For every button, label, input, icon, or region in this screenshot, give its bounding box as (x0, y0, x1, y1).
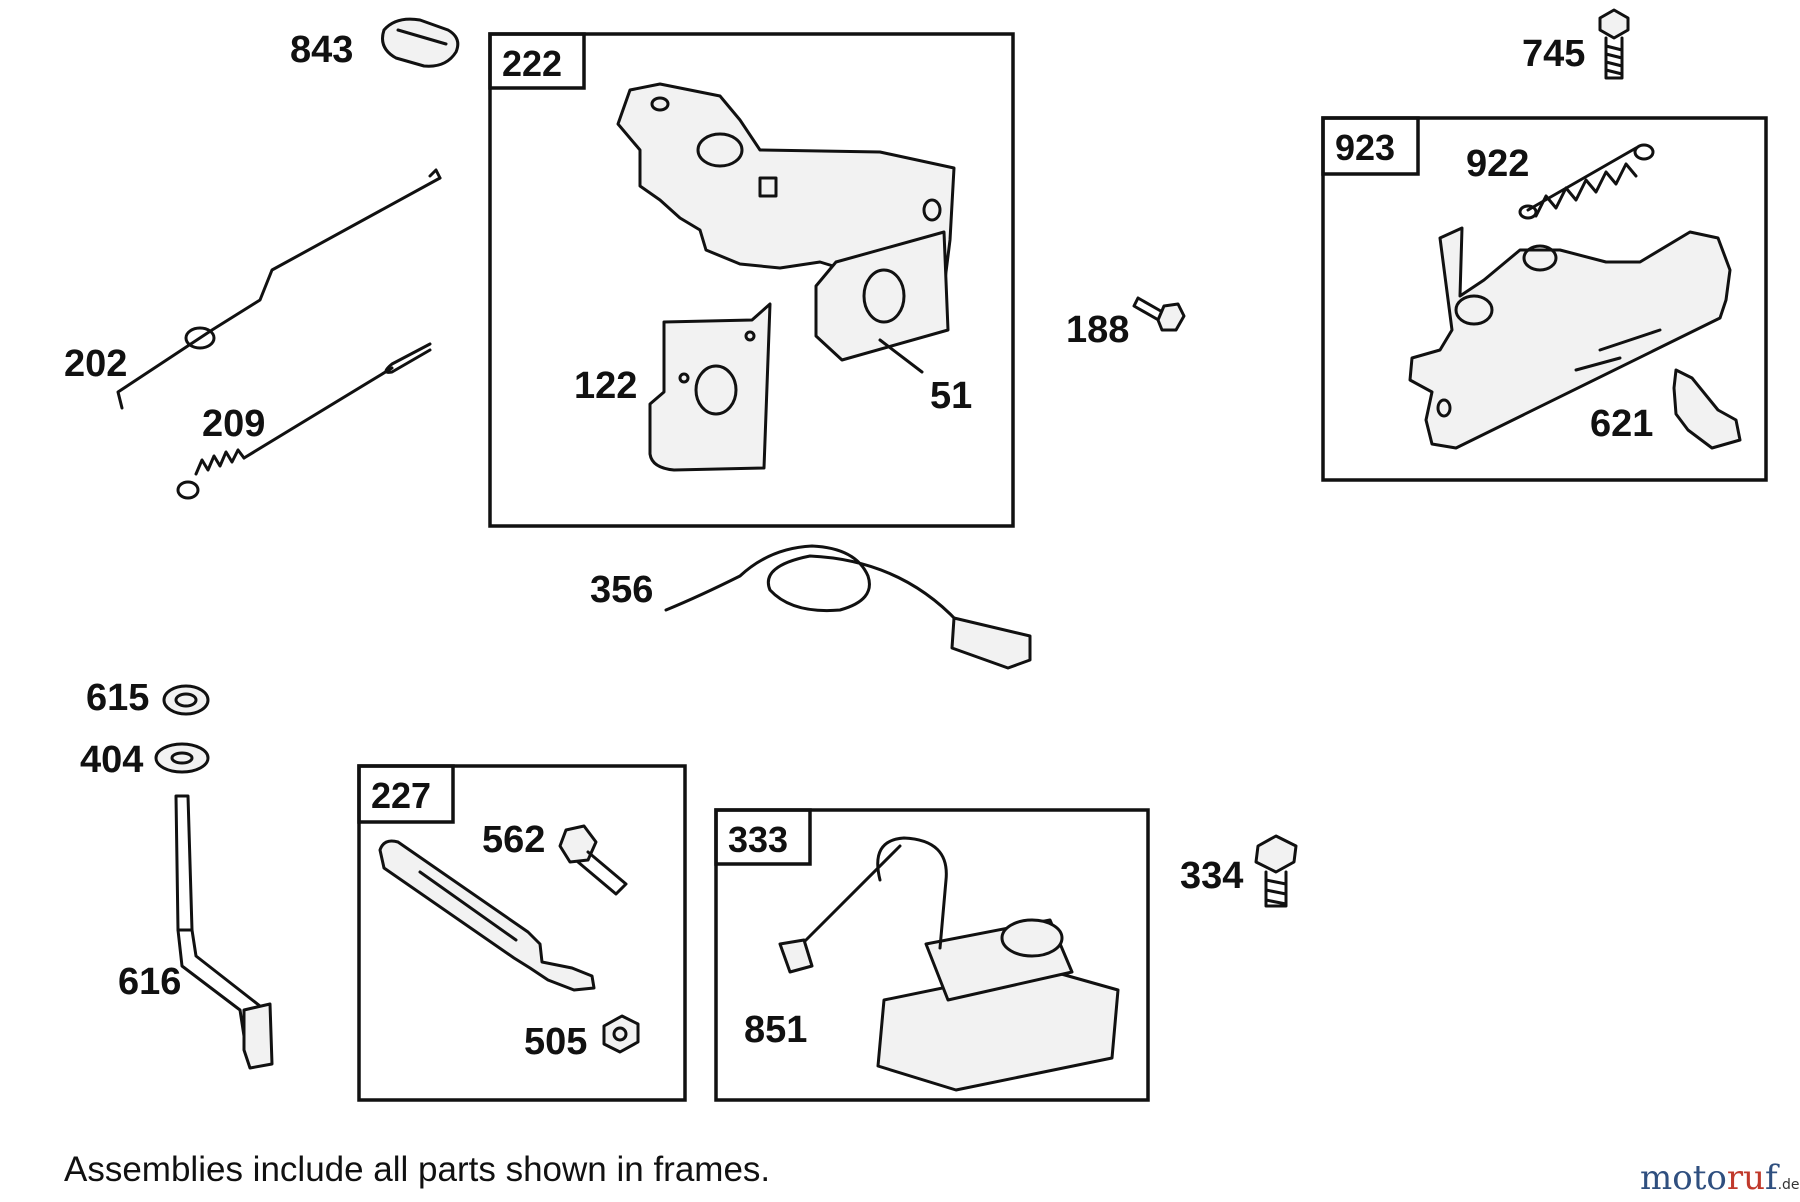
frame-label-222: 222 (502, 43, 562, 84)
frame-222: 222 (488, 32, 1015, 528)
label-922: 922 (1466, 143, 1529, 185)
label-356: 356 (590, 569, 653, 611)
part-51-gasket (814, 230, 950, 374)
label-745: 745 (1522, 33, 1585, 75)
part-122-gasket (648, 302, 772, 472)
part-202-link (116, 168, 442, 410)
label-188: 188 (1066, 309, 1129, 351)
part-356-wire (664, 544, 1032, 670)
label-334: 334 (1180, 855, 1243, 897)
part-621-clip (1672, 368, 1742, 450)
label-209: 209 (202, 403, 265, 445)
part-923-bracket (1408, 226, 1732, 450)
frame-333: 333 (714, 808, 1150, 1102)
part-615-washer (162, 684, 210, 716)
part-188-screw (1132, 296, 1186, 332)
label-202: 202 (64, 343, 127, 385)
label-843: 843 (290, 29, 353, 71)
label-505: 505 (524, 1021, 587, 1063)
part-333-armature (778, 836, 1120, 1092)
part-505-nut (602, 1014, 640, 1054)
label-851: 851 (744, 1009, 807, 1051)
label-616: 616 (118, 961, 181, 1003)
part-404-washer (154, 742, 210, 774)
part-843-grommet (381, 17, 460, 68)
label-404: 404 (80, 739, 143, 781)
label-51: 51 (930, 375, 972, 417)
part-209-spring (176, 342, 432, 500)
label-615: 615 (86, 677, 149, 719)
frame-227: 227 (357, 764, 687, 1102)
frame-label-333: 333 (728, 819, 788, 860)
frame-label-227: 227 (371, 775, 431, 816)
part-616-lever (174, 794, 274, 1070)
footnote: Assemblies include all parts shown in fr… (64, 1150, 771, 1189)
part-745-screw (1598, 8, 1630, 80)
label-621: 621 (1590, 403, 1653, 445)
label-122: 122 (574, 365, 637, 407)
part-227-arm (378, 839, 596, 992)
part-334-bolt (1254, 834, 1298, 908)
part-922-spring (1518, 143, 1655, 220)
part-562-bolt (558, 824, 628, 896)
label-562: 562 (482, 819, 545, 861)
frame-923: 923 (1321, 116, 1768, 482)
frame-label-923: 923 (1335, 127, 1395, 168)
watermark-logo: motoruf.de (1640, 1158, 1800, 1198)
